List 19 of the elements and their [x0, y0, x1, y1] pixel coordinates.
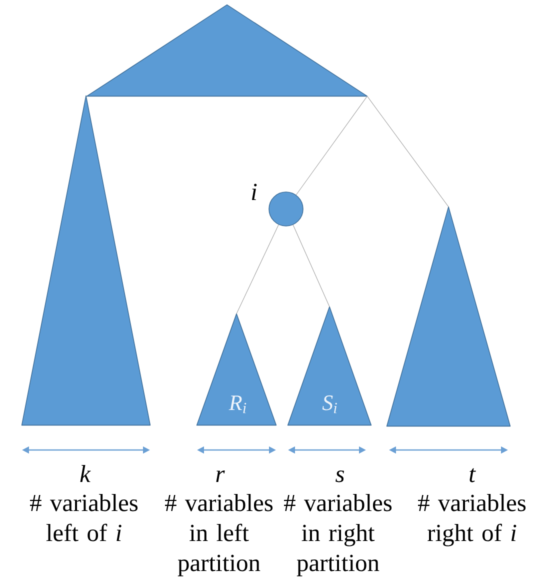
subtree-triangle: [86, 4, 368, 97]
connector-line: [236, 224, 279, 314]
subtree-triangle: [386, 206, 511, 427]
subtree-triangle: R$_{i}$: [196, 313, 277, 426]
connector-line: [292, 224, 330, 308]
variable-label: s: [336, 470, 344, 482]
subtree-triangle: S$_{i}$: [287, 306, 372, 426]
description-text: # variables in right partition: [284, 494, 392, 576]
subtree-triangle: [21, 95, 151, 426]
tree-node-circle: [268, 192, 304, 226]
connector-line: [296, 96, 368, 196]
description-text: # variables in left partition: [165, 494, 273, 576]
variable-label: r: [216, 470, 225, 482]
variable-label: t: [470, 468, 476, 482]
variable-label: k: [80, 465, 91, 482]
description-text: # variables right of i: [418, 494, 526, 546]
description-text: # variables left of i: [30, 494, 138, 542]
variable-label: i: [252, 184, 257, 200]
connector-line: [366, 96, 449, 208]
